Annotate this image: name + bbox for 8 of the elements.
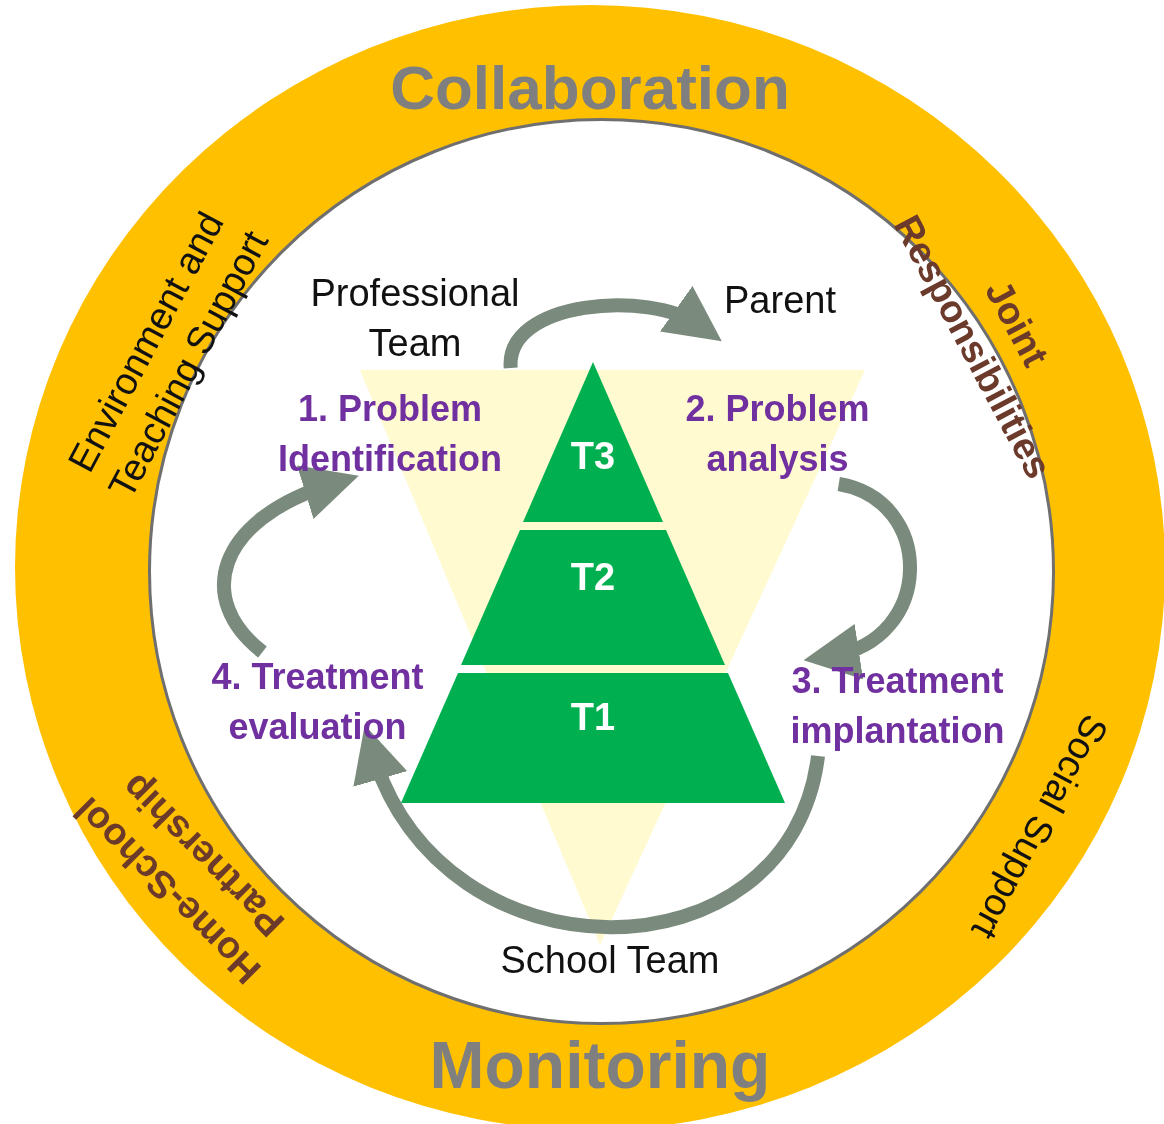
- pyramid-tier: T2: [461, 530, 725, 665]
- ring-title: Collaboration: [389, 51, 791, 124]
- curved-arrow: [804, 477, 917, 676]
- role-label: School Team: [499, 938, 721, 983]
- curved-arrow: [217, 467, 359, 658]
- role-label: Parent: [690, 275, 870, 325]
- pyramid-tier: T3: [523, 362, 663, 522]
- ring-title: Monitoring: [428, 1027, 772, 1104]
